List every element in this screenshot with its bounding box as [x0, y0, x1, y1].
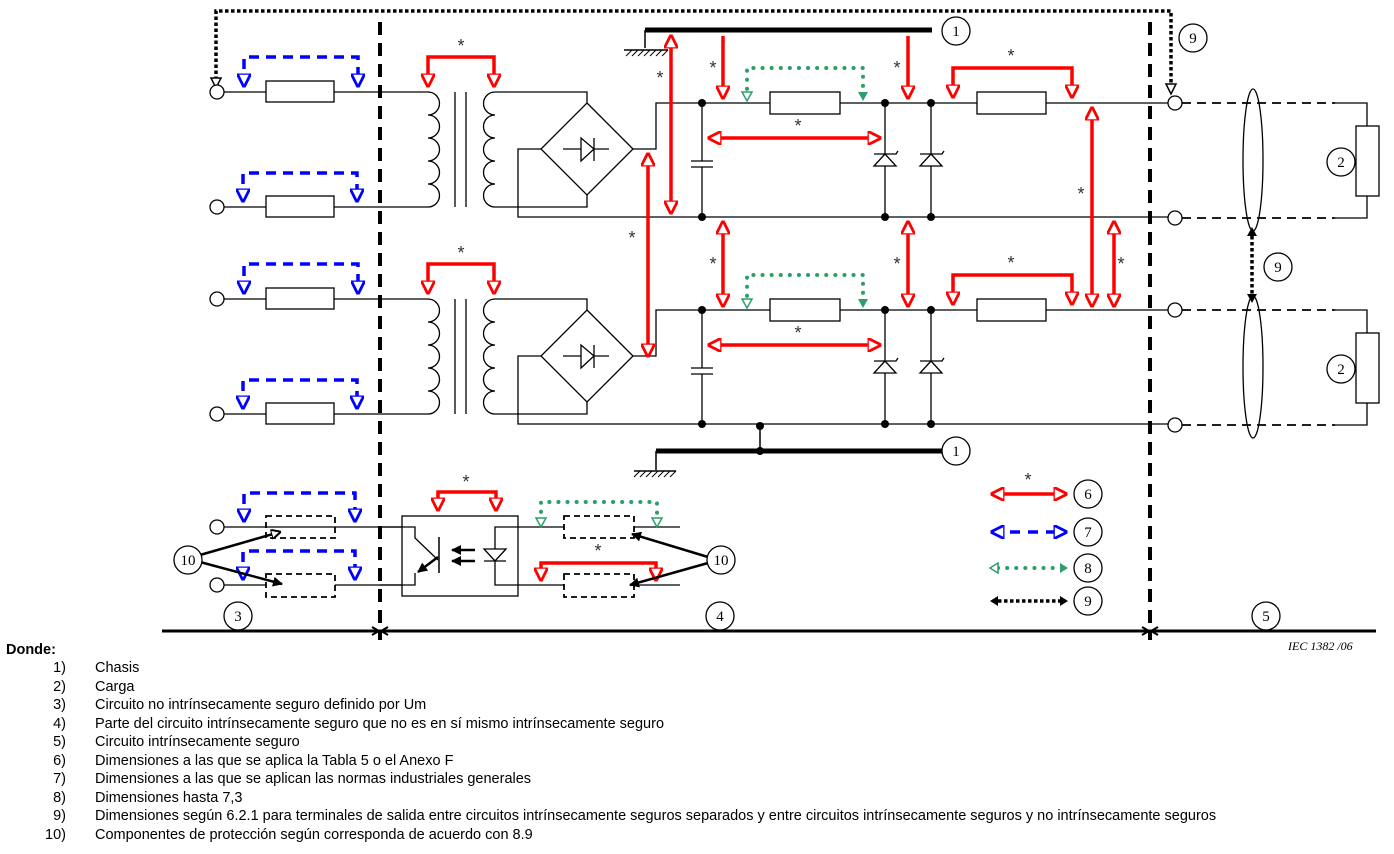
- callout-is-circuit: 5: [1262, 609, 1270, 625]
- callout-load: 2: [1337, 155, 1345, 171]
- cable-shield: [1242, 88, 1264, 232]
- asterisk: *: [1007, 46, 1014, 66]
- optocoupler-section: * * 10 10: [173, 472, 736, 598]
- legend-title: Donde:: [6, 642, 56, 658]
- clause621-cable-dimension: 9: [1247, 227, 1293, 303]
- asterisk: *: [794, 116, 801, 136]
- output-terminal[interactable]: [1167, 95, 1183, 111]
- zener-diode: [872, 153, 898, 167]
- transformer-secondary: [482, 91, 496, 208]
- callout-clause621-top: 9: [1189, 31, 1197, 47]
- output-resistor: [976, 91, 1047, 115]
- chassis-top: [624, 27, 932, 57]
- chassis-bottom: [633, 422, 942, 478]
- legend-item: 3)Circuito no intrínsecamente seguro def…: [53, 697, 427, 713]
- input-terminal[interactable]: [209, 199, 225, 215]
- legend-item: 9)Dimensiones según 6.2.1 para terminale…: [53, 808, 1217, 824]
- callout-protection-right: 10: [714, 553, 729, 569]
- input-fuse: [265, 80, 335, 103]
- asterisk: *: [656, 68, 663, 88]
- channel-bottom: [210, 243, 1379, 438]
- asterisk: *: [457, 36, 464, 56]
- callout-chassis-bottom: 1: [952, 444, 960, 460]
- asterisk: *: [628, 228, 635, 248]
- channel-top: * * *: [209, 36, 1380, 232]
- figure-id: IEC 1382 /06: [1288, 639, 1353, 653]
- legend-item: 4)Parte del circuito intrínsecamente seg…: [53, 715, 665, 732]
- zener-diode: [918, 153, 944, 167]
- legend-item: 7)Dimensiones a las que se aplican las n…: [53, 771, 532, 787]
- asterisk: *: [594, 541, 601, 561]
- asterisk: *: [1024, 470, 1031, 490]
- zone-axis: [162, 626, 1376, 636]
- circuit-diagram: * * *: [162, 9, 1394, 640]
- input-fuse: [265, 195, 335, 218]
- optocoupler: [401, 515, 519, 597]
- legend-item: 6)Dimensiones a las que se aplica la Tab…: [53, 752, 454, 769]
- asterisk: *: [1117, 254, 1124, 274]
- callout-chassis-top: 1: [952, 24, 960, 40]
- key-clause621: 9: [1084, 594, 1092, 610]
- asterisk: *: [709, 58, 716, 78]
- legend-item: 1)Chasis: [53, 660, 140, 676]
- callout-clause621: 9: [1274, 260, 1282, 276]
- key-upto73: 8: [1084, 561, 1092, 577]
- rectifier-bridge: [540, 102, 634, 196]
- load-resistor: [1355, 125, 1380, 197]
- key-industrial: 7: [1084, 525, 1092, 541]
- callout-non-is-circuit: 3: [234, 609, 242, 625]
- clause621-top-dimension: [209, 9, 1178, 96]
- series-resistor: [769, 91, 841, 115]
- asterisk: *: [893, 58, 900, 78]
- table5-dimensions: [648, 36, 1114, 356]
- asterisk: *: [893, 254, 900, 274]
- transformer-primary: [427, 91, 441, 208]
- line-type-key: * 6 7 8 9: [988, 470, 1103, 616]
- output-terminal[interactable]: [1167, 210, 1183, 226]
- input-terminal[interactable]: [209, 84, 225, 100]
- legend-item: 10)Componentes de protección según corre…: [45, 826, 533, 843]
- asterisk: *: [709, 254, 716, 274]
- callout-is-part: 4: [716, 609, 724, 625]
- legend: Donde: 1)Chasis 2)Carga 3)Circuito no in…: [6, 642, 1216, 844]
- legend-item: 2)Carga: [53, 678, 135, 695]
- legend-item: 5)Circuito intrínsecamente seguro: [53, 734, 300, 750]
- legend-item: 8)Dimensiones hasta 7,3: [53, 789, 243, 806]
- asterisk: *: [1077, 184, 1084, 204]
- key-table5: 6: [1084, 487, 1092, 503]
- callout-protection-left: 10: [181, 553, 196, 569]
- asterisk: *: [462, 472, 469, 492]
